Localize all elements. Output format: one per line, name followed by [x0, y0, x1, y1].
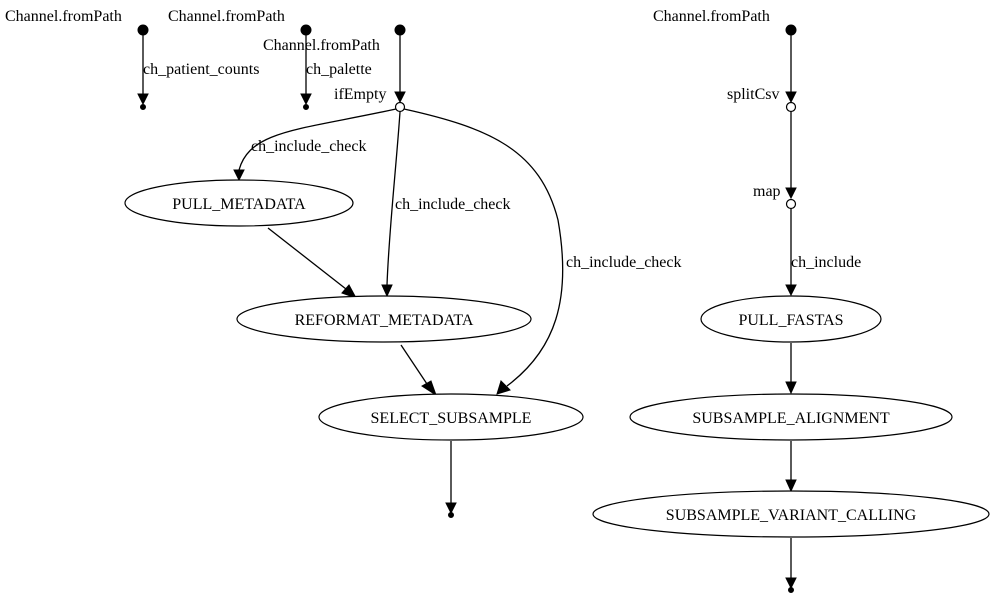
operator-node-label: map [753, 183, 781, 200]
edge-arrowhead [233, 169, 245, 182]
process-node-label: SUBSAMPLE_VARIANT_CALLING [666, 507, 917, 524]
operator-node-dot[interactable] [785, 198, 797, 210]
process-node-label: PULL_FASTAS [738, 312, 843, 329]
source-node-dot[interactable] [300, 24, 312, 36]
edge-arrowhead [785, 479, 797, 493]
sink-node-dot [788, 587, 794, 593]
sink-node-dot [140, 104, 146, 110]
source-node-label: Channel.fromPath [263, 37, 380, 54]
source-node-label: Channel.fromPath [168, 8, 285, 25]
process-node-label: SUBSAMPLE_ALIGNMENT [692, 410, 890, 427]
edge-line [267, 227, 347, 290]
operator-node-dot[interactable] [785, 101, 797, 113]
edge-line [238, 108, 397, 171]
edge-label-include-check: ch_include_check [395, 196, 511, 213]
edge-arrowhead [381, 284, 393, 298]
operator-node-label: ifEmpty [334, 86, 386, 103]
edge-label-include: ch_include [791, 254, 861, 271]
edge-line [386, 111, 401, 286]
process-node-select-subsample[interactable] [318, 393, 584, 441]
process-node-label: PULL_METADATA [172, 196, 306, 213]
source-node-dot[interactable] [394, 24, 406, 36]
edge-arrowhead [137, 93, 149, 106]
edge-arrowhead [341, 284, 358, 299]
source-node-label: Channel.fromPath [5, 8, 122, 25]
source-node-dot[interactable] [137, 24, 149, 36]
source-node-dot[interactable] [785, 24, 797, 36]
edge-line [400, 344, 428, 385]
edge-arrowhead [785, 577, 797, 590]
edge-arrowhead [394, 91, 406, 104]
branch-palette: Channel.fromPath ch_palette [168, 8, 372, 110]
edge-arrowhead [785, 284, 797, 297]
process-node-reformat-metadata[interactable] [236, 295, 532, 343]
edge-arrowhead [421, 380, 437, 397]
edge-line [403, 108, 564, 387]
process-node-pull-metadata[interactable] [124, 179, 354, 227]
edge-arrowhead [785, 187, 797, 200]
edge-arrowhead [785, 91, 797, 104]
branch-include: Channel.fromPath splitCsv map ch_include… [592, 8, 990, 593]
process-node-label: REFORMAT_METADATA [295, 312, 474, 329]
edge-label-palette: ch_palette [306, 61, 372, 78]
source-node-label: Channel.fromPath [653, 8, 770, 25]
branch-patient-counts: Channel.fromPath ch_patient_counts [5, 8, 259, 110]
process-node-label: SELECT_SUBSAMPLE [371, 410, 532, 427]
edge-arrowhead [300, 93, 312, 106]
edge-label-patient-counts: ch_patient_counts [143, 61, 259, 78]
sink-node-dot [448, 512, 454, 518]
edge-arrowhead [445, 502, 457, 515]
process-node-subsample-alignment[interactable] [629, 393, 953, 441]
edge-label-include-check: ch_include_check [251, 138, 367, 155]
operator-node-dot[interactable] [394, 101, 406, 113]
sink-node-dot [303, 104, 309, 110]
operator-node-label: splitCsv [727, 86, 779, 103]
process-node-subsample-variant-calling[interactable] [592, 490, 990, 538]
process-node-pull-fastas[interactable] [700, 295, 882, 343]
edge-arrowhead [496, 380, 511, 395]
edge-label-include-check: ch_include_check [566, 254, 682, 271]
branch-include-check: Channel.fromPath ifEmpty ch_include_chec… [124, 24, 682, 518]
edge-arrowhead [785, 381, 797, 395]
